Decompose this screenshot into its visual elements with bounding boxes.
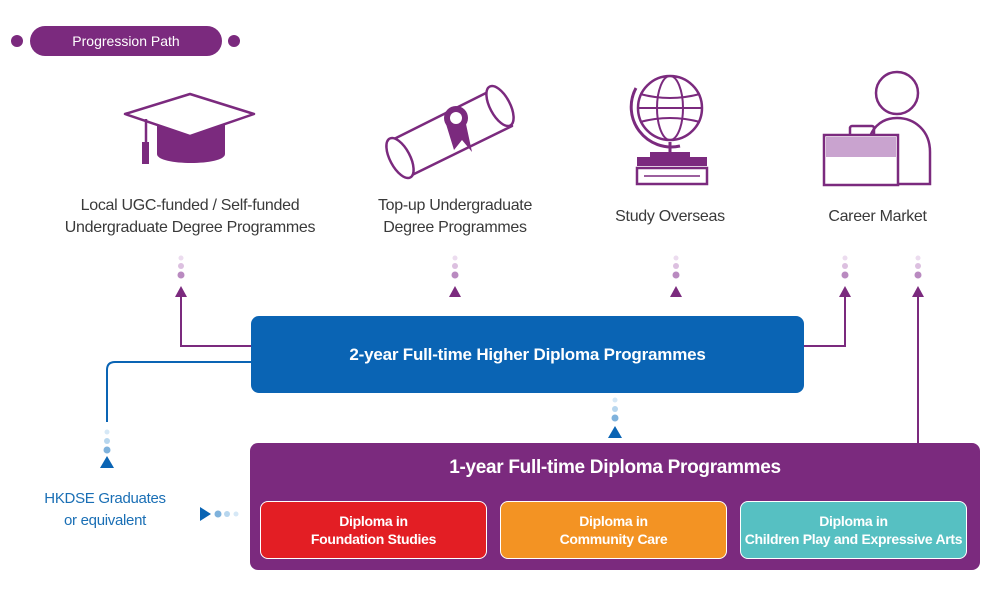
diploma-scroll-icon (385, 84, 515, 180)
higher-diploma-title: 2-year Full-time Higher Diploma Programm… (349, 344, 706, 364)
arrow-to-ugc (175, 255, 187, 297)
destination-topup-line1: Top-up Undergraduate (377, 197, 533, 214)
connector-hd-to-ugc (180, 296, 252, 347)
programme-community-line1: Diploma in (579, 513, 648, 529)
programme-foundation-line1: Diploma in (339, 513, 408, 529)
pill-left-dot (11, 35, 23, 47)
graduation-cap-icon (123, 92, 256, 164)
destination-ugc-line2: Undergraduate Degree Programmes (64, 219, 316, 236)
destination-overseas-label: Study Overseas (590, 206, 750, 228)
arrow-entry-to-hd (100, 429, 114, 468)
entry-line1: HKDSE Graduates (44, 490, 166, 507)
diploma-box: 1-year Full-time Diploma Programmes Dipl… (250, 443, 980, 570)
destination-career-label: Career Market (800, 206, 955, 228)
programme-foundation-studies: Diploma in Foundation Studies (260, 501, 487, 559)
destination-topup-label: Top-up Undergraduate Degree Programmes (345, 195, 565, 239)
programme-children-line1: Diploma in (819, 513, 888, 529)
programme-community-line2: Community Care (559, 531, 668, 547)
higher-diploma-box: 2-year Full-time Higher Diploma Programm… (251, 316, 804, 393)
programme-children-play: Diploma in Children Play and Expressive A… (740, 501, 967, 559)
arrow-entry-to-diploma (200, 507, 239, 521)
programme-children-line2: Children Play and Expressive Arts (744, 531, 963, 547)
entry-label: HKDSE Graduates or equivalent (30, 488, 180, 532)
destination-career-line1: Career Market (828, 208, 927, 225)
arrow-to-career-1 (839, 255, 851, 297)
destination-overseas-line1: Study Overseas (615, 208, 725, 225)
connector-hd-to-entry (106, 361, 252, 422)
connector-hd-to-career (804, 296, 846, 347)
programme-community-care: Diploma in Community Care (500, 501, 727, 559)
entry-line2: or equivalent (64, 512, 146, 529)
arrow-to-topup (449, 255, 461, 297)
globe-books-icon (629, 74, 709, 186)
pill-right-dot (228, 35, 240, 47)
arrow-to-overseas (670, 255, 682, 297)
diploma-title: 1-year Full-time Diploma Programmes (449, 457, 781, 478)
arrow-diploma-to-hd (608, 397, 622, 438)
destination-ugc-label: Local UGC-funded / Self-funded Undergrad… (40, 195, 340, 239)
section-title-pill: Progression Path (30, 26, 222, 56)
destination-topup-line2: Degree Programmes (383, 219, 527, 236)
arrow-to-career-2 (912, 255, 924, 297)
destination-ugc-line1: Local UGC-funded / Self-funded (80, 197, 300, 214)
programme-foundation-line2: Foundation Studies (310, 531, 437, 547)
career-person-icon (822, 70, 932, 187)
